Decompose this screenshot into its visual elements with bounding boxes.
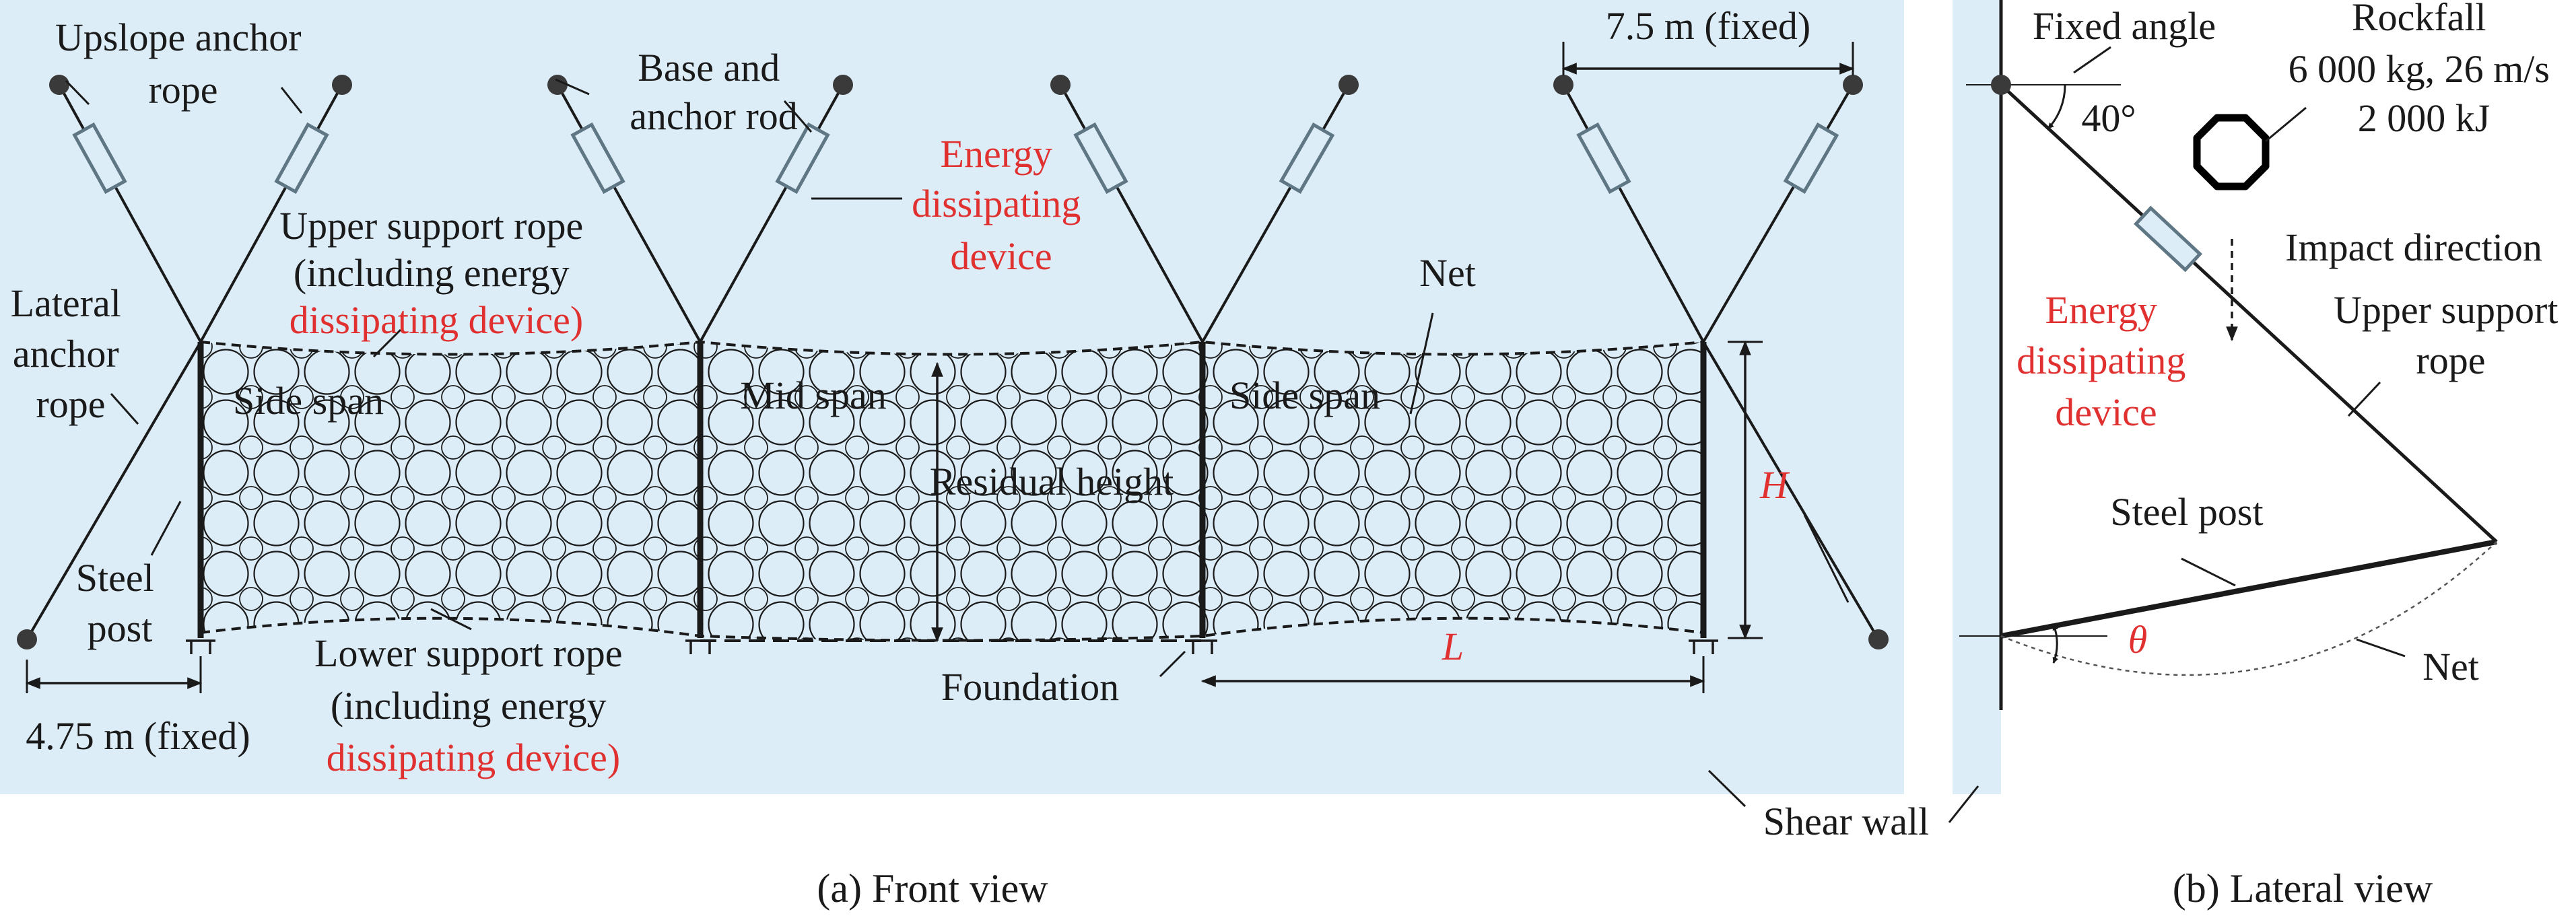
anchor-ropes xyxy=(26,83,1880,641)
label-net-front: Net xyxy=(1419,251,1476,295)
label-dim-top: 7.5 m (fixed) xyxy=(1606,4,1810,48)
caption-lateral-view: (b) Lateral view xyxy=(2173,866,2433,911)
label-impact-direction: Impact direction xyxy=(2285,225,2542,269)
label-fixed-angle: Fixed angle xyxy=(2033,4,2216,48)
upper-support-rope-lateral xyxy=(2000,83,2498,543)
label-upper-support-rope-lateral: Upper support rope xyxy=(2334,288,2568,382)
label-h-symbol: H xyxy=(1759,463,1790,507)
theta-arc xyxy=(2052,624,2059,664)
label-upslope-anchor-rope: Upslope anchor rope xyxy=(55,15,311,112)
anchor-points xyxy=(17,75,1889,649)
steel-posts xyxy=(197,342,1707,638)
shear-wall-strip xyxy=(1953,0,2001,794)
label-steel-post-lateral: Steel post xyxy=(2110,490,2263,534)
leader-lines xyxy=(65,78,1850,678)
label-shear-wall: Shear wall xyxy=(1763,800,1929,843)
rockfall-leader xyxy=(2265,106,2307,143)
label-side-span-left: Side span xyxy=(233,379,384,423)
label-side-span-right: Side span xyxy=(1229,374,1380,417)
rockfall-octagon xyxy=(2193,114,2270,190)
front-view: Upslope anchor rope Base and anchor rod … xyxy=(0,0,1904,911)
fixed-angle-leader xyxy=(2073,46,2111,74)
label-lower-support-rope: Lower support rope (including energy dis… xyxy=(314,631,632,779)
label-foundation: Foundation xyxy=(941,665,1119,709)
shear-wall-leader-2 xyxy=(1948,785,1979,823)
anchor-point-lateral xyxy=(1991,75,2011,95)
label-lateral-anchor-rope: Lateral anchor rope xyxy=(11,281,131,426)
label-angle-40: 40° xyxy=(2081,96,2136,140)
upper-support-rope xyxy=(200,340,1704,356)
label-base-and-anchor-rod: Base and anchor rod xyxy=(630,46,798,138)
foundation-marks xyxy=(186,639,1718,654)
label-upper-support-rope: Upper support rope (including energy dis… xyxy=(279,204,593,342)
label-energy-dissipating-device-lateral: Energy dissipating device xyxy=(2016,288,2196,434)
label-mid-span: Mid span xyxy=(740,374,887,417)
energy-dissipating-devices xyxy=(72,122,1839,195)
caption-front-view: (a) Front view xyxy=(817,866,1048,911)
upper-support-rope-leader-lateral xyxy=(2347,381,2381,417)
steel-post-lateral xyxy=(2000,539,2497,639)
net-leader-lateral xyxy=(2356,638,2406,658)
label-l-symbol: L xyxy=(1442,625,1464,668)
label-rockfall: Rockfall 6 000 kg, 26 m/s 2 000 kJ xyxy=(2289,0,2560,140)
shear-wall-leader xyxy=(1707,769,1747,808)
net-mesh xyxy=(201,342,1703,641)
steel-post-leader-lateral xyxy=(2181,557,2236,587)
label-energy-dissipating-device-front: Energy dissipating device xyxy=(912,132,1091,278)
label-steel-post-front: Steel post xyxy=(76,556,164,650)
label-dim-bottom: 4.75 m (fixed) xyxy=(26,714,250,758)
energy-dissipating-device-lateral xyxy=(2133,205,2203,273)
label-theta: θ xyxy=(2128,618,2148,662)
lateral-view: Fixed angle 40° Rockfall 6 000 kg, 26 m/… xyxy=(1707,0,2568,911)
net-curve-lateral xyxy=(2000,541,2497,676)
angle-arc-40 xyxy=(2047,84,2066,130)
label-net-lateral: Net xyxy=(2422,645,2479,689)
label-residual-height: Residual height xyxy=(930,460,1174,503)
